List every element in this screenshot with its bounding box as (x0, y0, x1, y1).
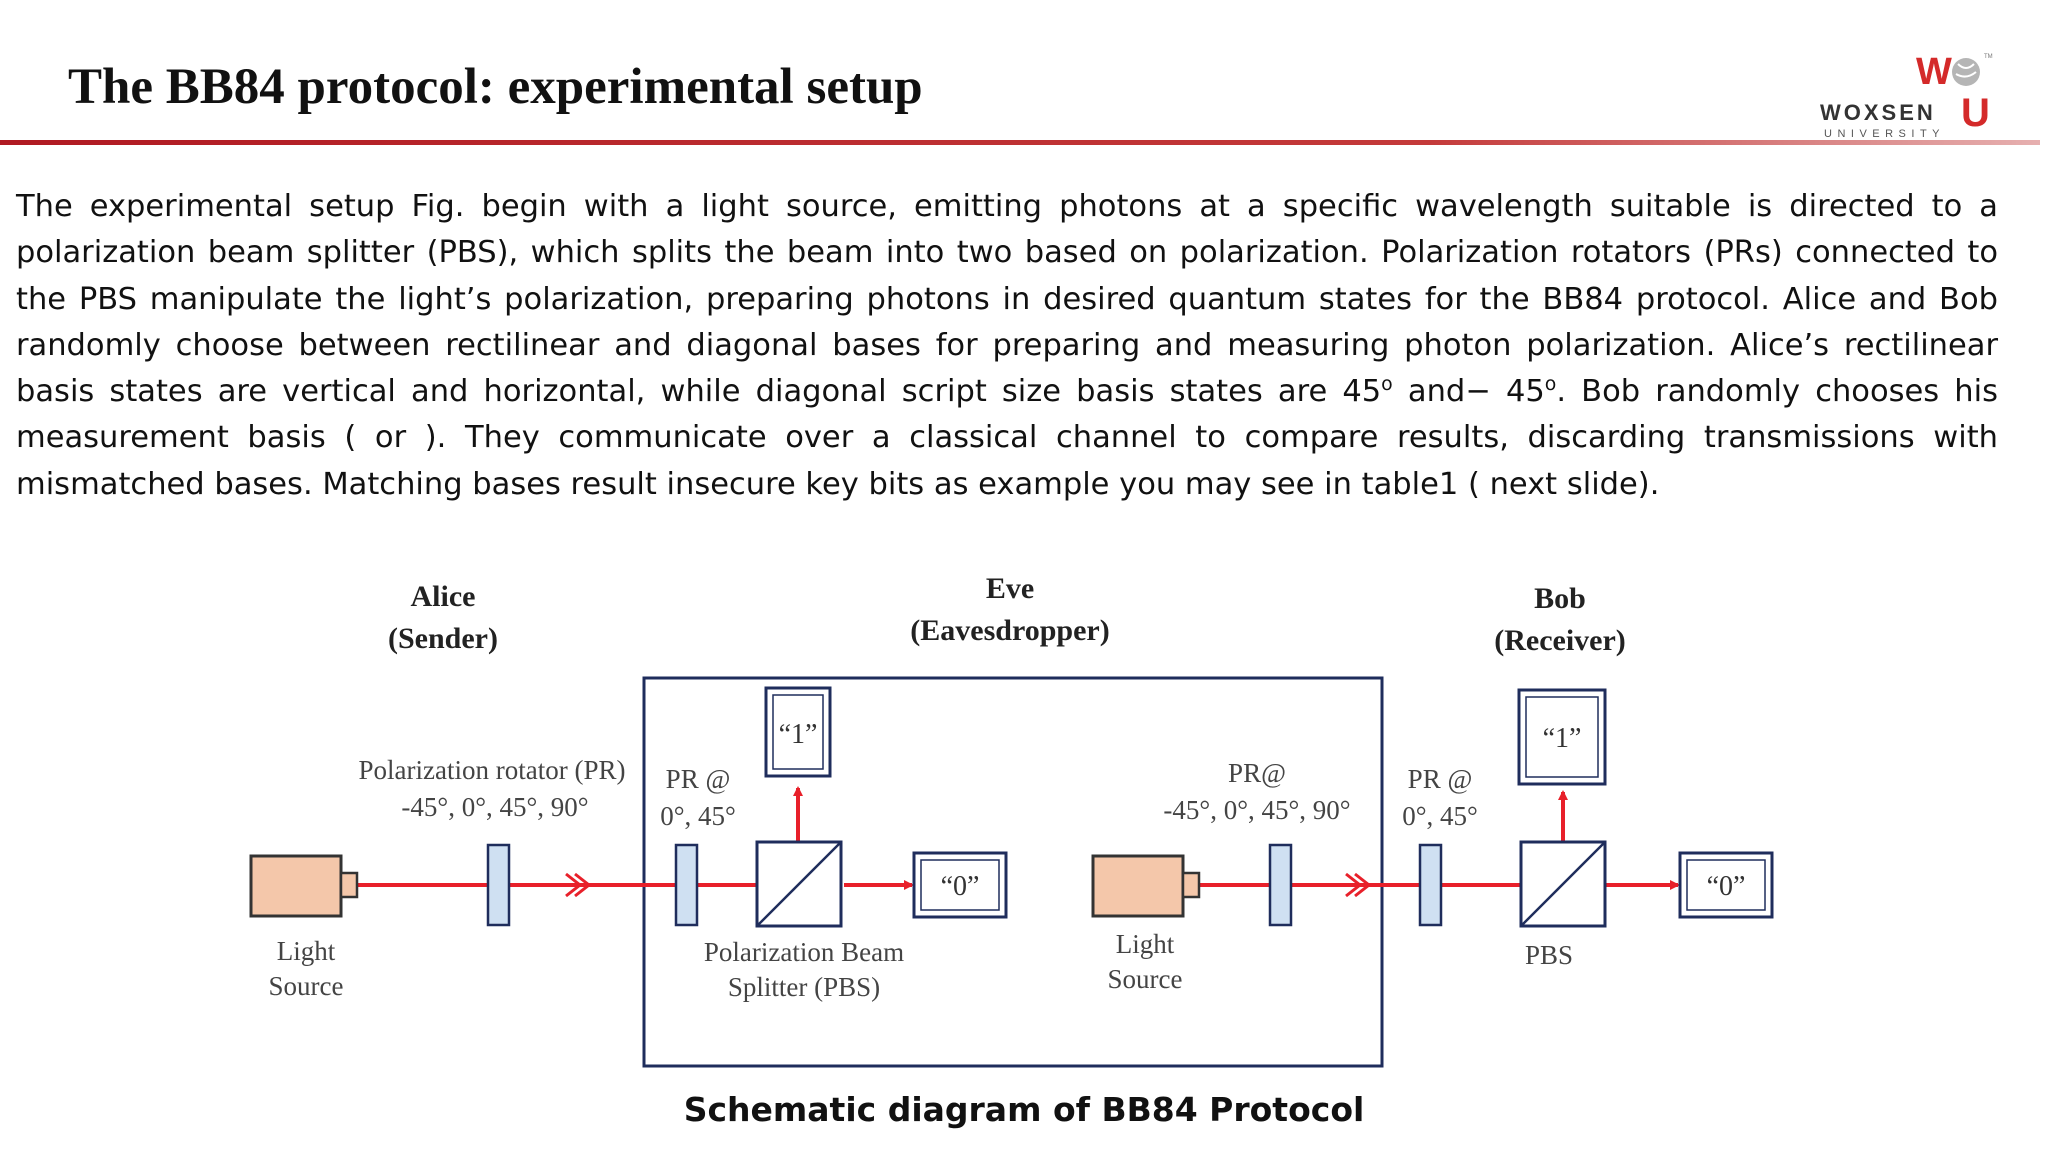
eve-light-source (1091, 854, 1201, 918)
eve-pr2-label: PR@ (1228, 758, 1286, 788)
eve-enclosure (642, 676, 1384, 1068)
bob-detector-one-label: “1” (1543, 723, 1582, 754)
bob-polarization-rotator (1418, 843, 1443, 927)
bob-title: Bob (1534, 582, 1586, 615)
bob-pbs-label: PBS (1525, 940, 1573, 970)
alice-light-source-label-2: Source (269, 971, 344, 1001)
description-paragraph: The experimental setup Fig. begin with a… (16, 189, 1998, 502)
eve-pbs-label-1: Polarization Beam (704, 937, 904, 967)
eve-detector-zero (912, 851, 1008, 919)
title-underline (0, 140, 2040, 145)
alice-title: Alice (411, 580, 476, 613)
logo-tm: TM (1984, 54, 1993, 60)
woxsen-logo: W TM WOXSEN U UNIVERSITY (1820, 51, 1993, 140)
slide-title: The BB84 protocol: experimental setup (68, 59, 923, 115)
bob-detector-zero (1678, 851, 1774, 919)
eve-detector-one-label: “1” (779, 719, 818, 750)
eve-pr2-angles: -45°, 0°, 45°, 90° (1163, 795, 1350, 825)
alice-polarization-rotator (486, 843, 511, 927)
eve-light-source-label-2: Source (1108, 964, 1183, 994)
eve-detector-zero-label: “0” (941, 871, 980, 902)
bob-pr-angles: 0°, 45° (1402, 801, 1478, 831)
eve-beam-splitter (755, 840, 843, 928)
bob-detector-one (1517, 688, 1607, 786)
eve-light-source-label-1: Light (1116, 929, 1175, 959)
eve-pbs-label-2: Splitter (PBS) (728, 972, 880, 1002)
eve-pr-label: PR @ (666, 764, 731, 794)
eve-detector-one (764, 686, 832, 778)
alice-pr-label: Polarization rotator (PR) (359, 755, 626, 785)
eve-photon-arrow-icon (1345, 872, 1372, 898)
alice-light-source-label-1: Light (277, 936, 336, 966)
eve-pr-angles: 0°, 45° (660, 801, 736, 831)
eve-role: (Eavesdropper) (910, 614, 1109, 647)
alice-light-source (249, 854, 359, 918)
eve-resend-rotator (1268, 843, 1293, 927)
eve-title: Eve (986, 572, 1034, 605)
logo-mark-w: W (1916, 51, 1952, 93)
bob-detector-zero-label: “0” (1707, 871, 1746, 902)
logo-name: WOXSEN (1820, 100, 1936, 125)
alice-pr-angles: -45°, 0°, 45°, 90° (401, 792, 588, 822)
alice-role: (Sender) (388, 622, 498, 655)
bb84-schematic-diagram: Alice (Sender) Eve (Eavesdropper) Bob (R… (249, 572, 1774, 1068)
eve-measure-rotator (674, 843, 699, 927)
bob-pr-label: PR @ (1408, 764, 1473, 794)
logo-mark-u: U (1961, 91, 1990, 135)
logo-subtitle: UNIVERSITY (1824, 128, 1945, 140)
bob-role: (Receiver) (1494, 624, 1626, 657)
alice-photon-arrow-icon (565, 872, 592, 898)
diagram-caption: Schematic diagram of BB84 Protocol (683, 1090, 1365, 1129)
bob-beam-splitter (1519, 840, 1607, 928)
